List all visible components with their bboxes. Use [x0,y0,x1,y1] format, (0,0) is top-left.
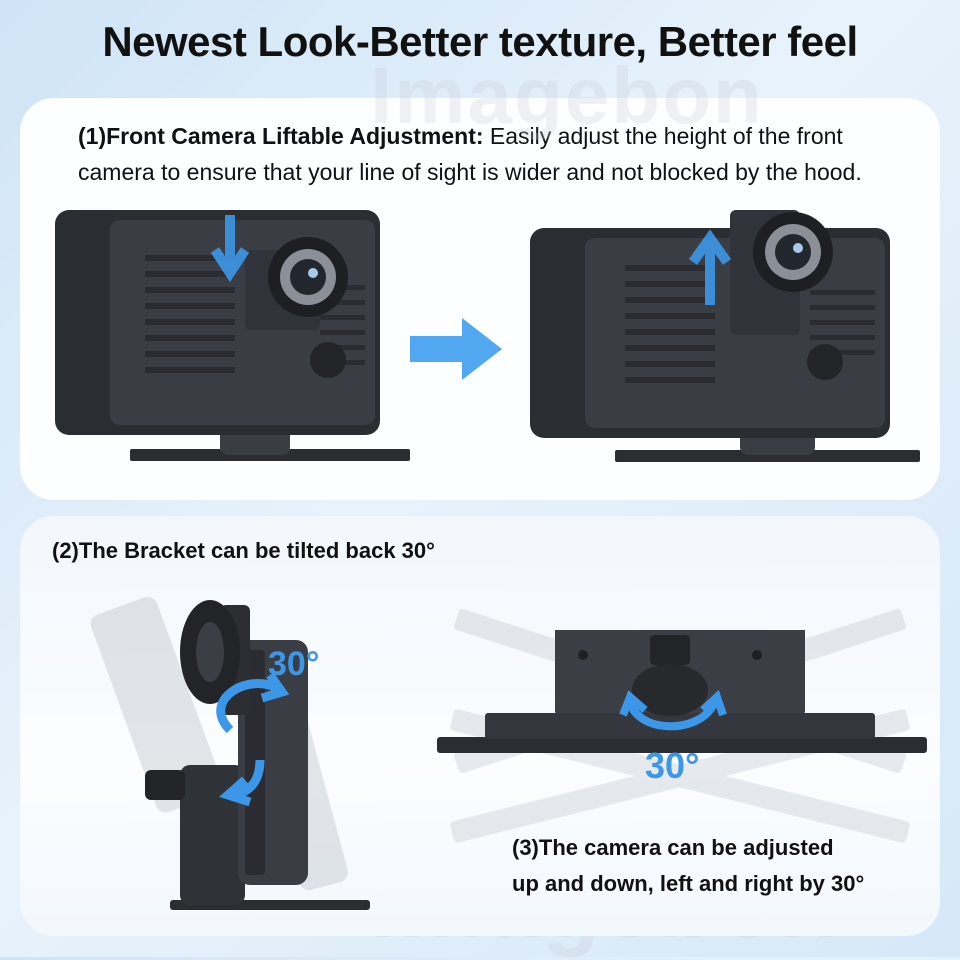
tilt-angle-label: 30° [268,645,320,683]
swivel-angle-label: 30° [645,745,700,786]
section1-body: Easily adjust the height of the front ca… [78,123,862,185]
section3-line2: up and down, left and right by 30° [512,871,865,896]
section3-line1: (3)The camera can be adjusted [512,835,834,860]
section3-text: (3)The camera can be adjusted up and dow… [512,830,912,902]
down-arrow-icon [210,215,250,283]
up-arrow-icon [688,229,732,305]
device-tilt-side [90,596,370,910]
device-camera-lowered [55,210,410,461]
right-arrow-icon [410,318,502,380]
section1-text: (1)Front Camera Liftable Adjustment: Eas… [78,118,918,190]
device-swivel-top [437,608,927,843]
rotate-arrow-icon [219,759,265,807]
swivel-arrow-icon [619,689,727,731]
page-title: Newest Look-Better texture, Better feel [102,18,858,65]
device-camera-raised [530,210,920,462]
section1-heading: (1)Front Camera Liftable Adjustment: [78,123,484,149]
rotate-arrow-icon [216,672,290,734]
section2-heading: (2)The Bracket can be tilted back 30° [52,538,435,563]
